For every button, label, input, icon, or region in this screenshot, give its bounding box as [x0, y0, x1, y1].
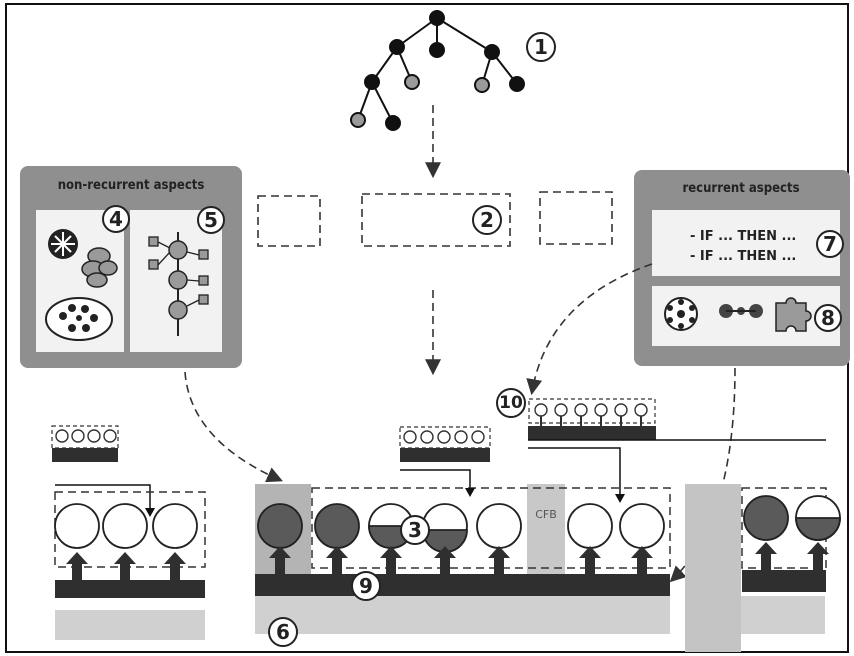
connector-arrowhead-middle: [465, 488, 475, 497]
badge-4-label: 4: [109, 207, 123, 231]
badge-1: 1: [527, 33, 555, 61]
badge-10: 10: [497, 389, 525, 417]
recurrent-panel: recurrent aspects - IF ... THEN ... - IF…: [634, 170, 850, 366]
non-recurrent-panel: non-recurrent aspects: [20, 166, 242, 368]
badge-6: 6: [269, 618, 297, 646]
badge-9-label: 9: [359, 574, 373, 598]
badge-2: 2: [473, 206, 501, 234]
procedural-block-left: [52, 426, 118, 462]
rule-2: - IF ... THEN ...: [690, 249, 796, 264]
connector-arrowhead-right: [615, 494, 625, 503]
badge-7: 7: [817, 231, 843, 257]
rule-1: - IF ... THEN ...: [690, 229, 796, 244]
badge-7-label: 7: [823, 232, 837, 256]
badge-8-label: 8: [821, 306, 835, 330]
conveyor-left: [55, 580, 205, 598]
mental-model-icon: [48, 229, 78, 259]
conveyor-right: [742, 570, 826, 592]
task-class-boxes: [258, 192, 612, 246]
badge-3: 3: [401, 516, 429, 544]
procedural-info-block: [528, 399, 656, 440]
badge-2-label: 2: [480, 208, 494, 232]
wheel-icon: [665, 298, 697, 330]
arrow-nonrecurrent-to-support: [185, 372, 280, 480]
badge-4: 4: [103, 206, 129, 232]
badge-6-label: 6: [276, 620, 290, 644]
badge-9: 9: [352, 572, 380, 600]
connector-arrowhead-left: [145, 508, 155, 517]
badge-10-label: 10: [499, 393, 523, 413]
task-column-right: [685, 484, 741, 652]
puzzle-icon: [776, 298, 811, 331]
badge-5-label: 5: [204, 208, 218, 232]
pale-strip-middle: [255, 596, 670, 634]
badge-8: 8: [815, 305, 841, 331]
badge-5: 5: [198, 207, 224, 233]
network-oval-icon: [46, 298, 112, 340]
conveyor-middle: [255, 574, 670, 596]
skill-hierarchy-tree: [351, 11, 524, 130]
cfb-label: CFB: [535, 508, 557, 521]
recurrent-title: recurrent aspects: [682, 181, 799, 196]
badge-1-label: 1: [534, 35, 548, 59]
procedural-block-middle: [400, 427, 490, 462]
non-recurrent-title: non-recurrent aspects: [58, 178, 205, 193]
pale-strip-left: [55, 610, 205, 640]
badge-3-label: 3: [408, 518, 422, 542]
